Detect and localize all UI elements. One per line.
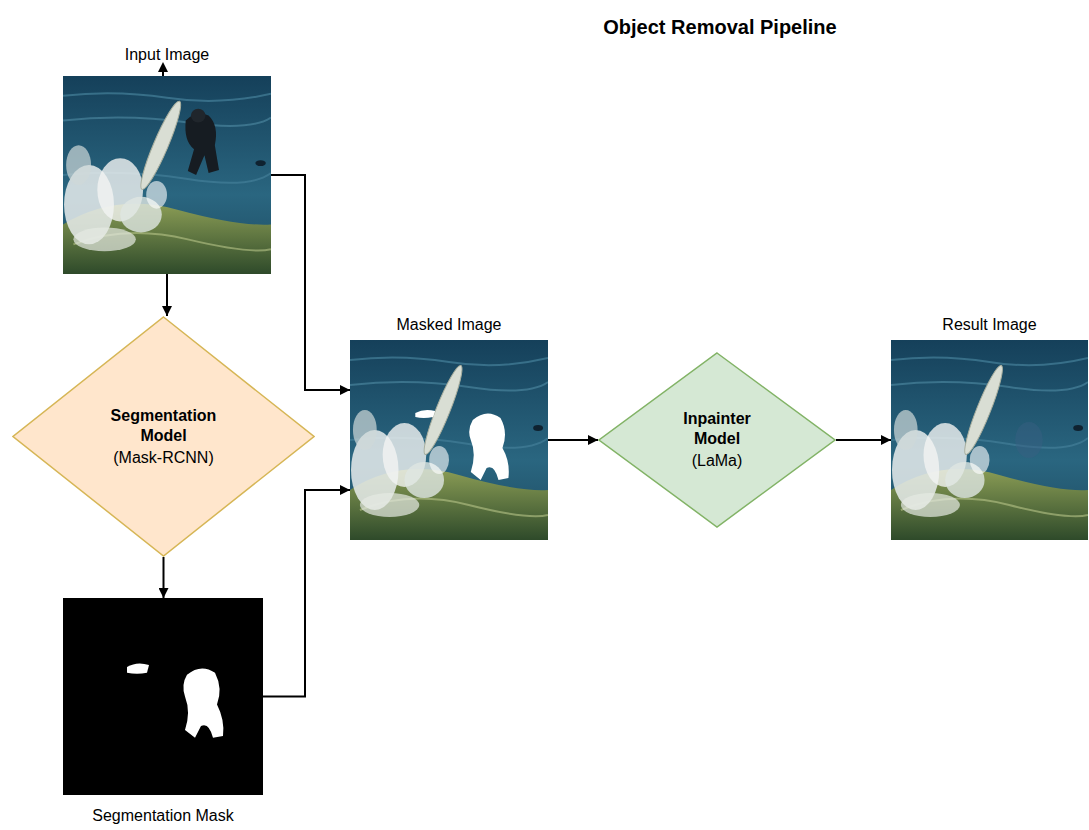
result-photo [891,340,1088,540]
flow-arrow [271,175,350,390]
flow-arrow [548,439,598,441]
image-caption: Result Image [942,316,1036,334]
diamond-shape [13,317,314,556]
diamond-text: Inpainter Model(LaMa) [598,352,836,528]
image-caption: Input Image [125,46,210,64]
stub-arrow-head [158,62,168,72]
input-image: Input Image [63,76,271,274]
model-name: Inpainter Model [665,409,769,449]
masked-image: Masked Image [350,340,548,540]
diamond-shape [599,353,835,527]
masked-photo [350,340,548,540]
flow-arrow [263,490,350,697]
segmentation-diamond: Segmentation Model(Mask-RCNN) [12,316,315,557]
model-name: Segmentation Model [96,406,232,446]
inpainter-diamond: Inpainter Model(LaMa) [598,352,836,528]
mask-image: Segmentation Mask [63,598,263,795]
flow-arrow [836,439,891,441]
flow-arrow [163,557,165,598]
model-type: (LaMa) [692,451,743,471]
mask-picture [63,598,263,795]
diagram-title: Object Removal Pipeline [603,16,836,39]
image-caption: Masked Image [397,316,502,334]
diamond-text: Segmentation Model(Mask-RCNN) [12,316,315,557]
model-type: (Mask-RCNN) [113,448,213,468]
input-photo [63,76,271,274]
result-image: Result Image [891,340,1088,540]
image-caption: Segmentation Mask [92,807,233,825]
flow-arrow [166,274,168,316]
